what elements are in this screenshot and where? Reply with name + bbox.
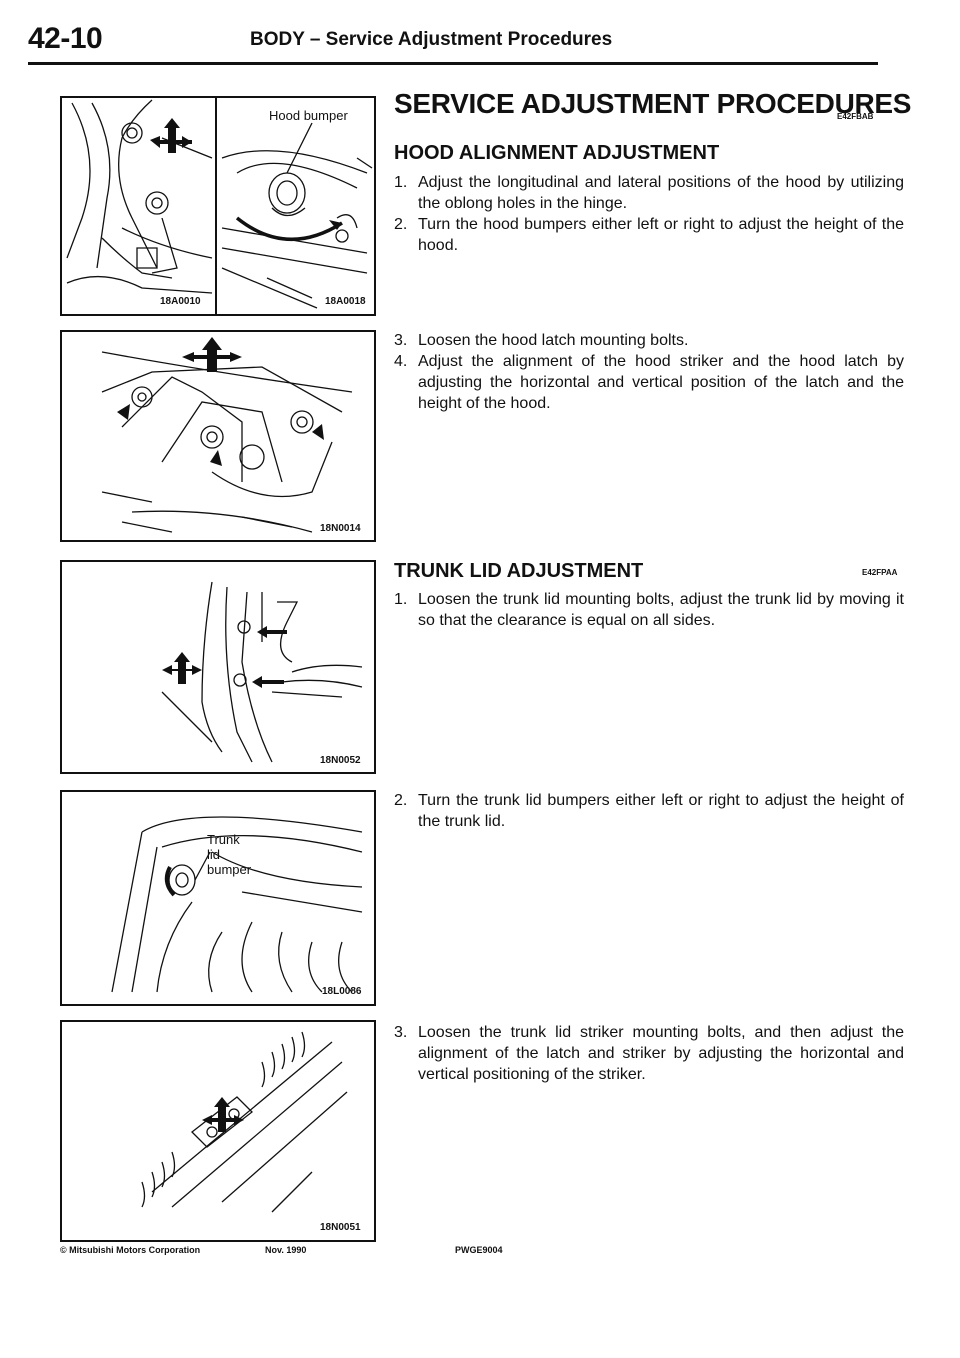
figure-code: 18A0010: [160, 296, 201, 307]
hood-hinge-illustration: [66, 99, 213, 294]
step-number: 1.: [394, 174, 408, 191]
hood-step-2: 2. Turn the hood bumpers either left or …: [394, 214, 904, 256]
step-text: Loosen the hood latch mounting bolts.: [418, 332, 689, 349]
trunk-striker-illustration: [141, 1031, 348, 1213]
main-heading-code: E42FBAB: [837, 112, 874, 121]
figure-code: 18A0018: [325, 296, 366, 307]
figure-code: 18N0051: [320, 1222, 361, 1233]
callout-line: bumper: [207, 862, 252, 877]
step-text: Turn the hood bumpers either left or rig…: [418, 216, 904, 254]
page-number: 42-10: [28, 22, 103, 55]
header-rule: [28, 62, 878, 65]
figure-code: 18N0014: [320, 523, 361, 534]
callout-line: lid: [207, 847, 221, 862]
step-number: 2.: [394, 792, 408, 809]
hood-latch-illustration: [101, 337, 353, 533]
footer-copyright: © Mitsubishi Motors Corporation: [60, 1245, 201, 1255]
figure-hood-latch: 18N0014: [60, 330, 376, 542]
figure-hood-hinge: 18A0010: [60, 96, 219, 316]
step-number: 3.: [394, 332, 408, 349]
figure-trunk-lid-hinge: 18N0052: [60, 560, 376, 774]
main-heading: SERVICE ADJUSTMENT PROCEDURES: [394, 88, 912, 119]
trunk-step-3: 3. Loosen the trunk lid striker mounting…: [394, 1022, 904, 1085]
footer-date: Nov. 1990: [265, 1245, 307, 1255]
section-code-trunk: E42FPAA: [862, 568, 898, 577]
callout-hood-bumper: Hood bumper: [269, 108, 348, 123]
hood-bumper-illustration: [221, 122, 373, 309]
callout-trunk-lid-bumper: Trunk lid bumper: [207, 832, 251, 877]
step-text: Adjust the longitudinal and lateral posi…: [418, 174, 904, 212]
hood-step-3: 3. Loosen the hood latch mounting bolts.: [394, 330, 904, 351]
hood-step-4: 4. Adjust the alignment of the hood stri…: [394, 351, 904, 414]
trunk-hinge-illustration: [161, 581, 363, 763]
footer-doc-code: PWGE9004: [455, 1245, 503, 1255]
figure-code: 18N0052: [320, 755, 361, 766]
step-text: Loosen the trunk lid mounting bolts, adj…: [418, 591, 904, 629]
callout-line: Trunk: [207, 832, 240, 847]
step-text: Loosen the trunk lid striker mounting bo…: [418, 1024, 904, 1083]
step-number: 2.: [394, 216, 408, 233]
step-text: Adjust the alignment of the hood striker…: [418, 353, 904, 412]
step-number: 1.: [394, 591, 408, 608]
figure-hood-bumper: Hood bumper 18A0018: [215, 96, 376, 316]
section-heading-trunk: TRUNK LID ADJUSTMENT: [394, 560, 644, 582]
page-header-title: BODY – Service Adjustment Procedures: [250, 29, 613, 50]
figure-trunk-lid-bumper: Trunk lid bumper 18L0086: [60, 790, 376, 1006]
figure-code: 18L0086: [322, 986, 362, 997]
trunk-bumper-illustration: [111, 816, 363, 993]
figure-trunk-striker: 18N0051: [60, 1020, 376, 1242]
trunk-step-1: 1. Loosen the trunk lid mounting bolts, …: [394, 589, 904, 631]
hood-step-1: 1. Adjust the longitudinal and lateral p…: [394, 172, 904, 214]
step-text: Turn the trunk lid bumpers either left o…: [418, 792, 904, 830]
section-heading-hood: HOOD ALIGNMENT ADJUSTMENT: [394, 142, 720, 164]
step-number: 4.: [394, 353, 408, 370]
trunk-step-2: 2. Turn the trunk lid bumpers either lef…: [394, 790, 904, 832]
step-number: 3.: [394, 1024, 408, 1041]
